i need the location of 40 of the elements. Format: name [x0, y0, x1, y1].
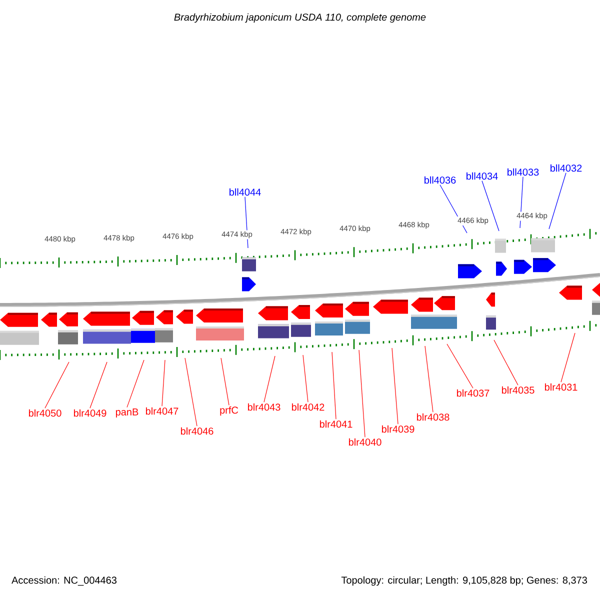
- leader-line: [332, 352, 336, 420]
- leader-line: [446, 344, 474, 388]
- gene-label: bll4044: [230, 188, 261, 196]
- leader-line: [482, 180, 500, 232]
- leader-line: [264, 356, 276, 402]
- leader-line: [162, 360, 166, 406]
- leader-line: [90, 362, 108, 408]
- gene-label: blr4049: [74, 409, 106, 417]
- leader-line: [302, 354, 308, 402]
- gene-label: blr4038: [416, 413, 450, 421]
- gene-label: blr4040: [348, 438, 382, 446]
- leader-line: [560, 332, 576, 382]
- gene-label: bll4034: [466, 172, 498, 180]
- gene-label: bll4032: [550, 164, 582, 172]
- leader-line: [184, 358, 198, 426]
- gene-label: blr4050: [28, 409, 62, 417]
- gene-label: bll4033: [508, 168, 539, 176]
- title: Bradyrhizobium japonicum USDA 110, complete genome: [174, 13, 426, 23]
- leader-line: [44, 362, 70, 408]
- leader-line: [126, 360, 144, 408]
- leader-line: [424, 346, 434, 412]
- leader-line: [220, 358, 230, 406]
- gene-label: blr4043: [248, 403, 280, 411]
- gene-label: blr4039: [382, 425, 414, 433]
- gene-label: blr4042: [292, 403, 324, 411]
- gene-label: panB: [116, 408, 138, 418]
- gene-label: prfC: [220, 406, 238, 416]
- leader-line: [494, 340, 518, 386]
- gene-label: blr4031: [544, 383, 578, 391]
- gene-label: bll4036: [424, 176, 456, 184]
- footer-text: Accession: NC_004463: [12, 576, 116, 586]
- leader-line: [358, 350, 366, 438]
- gene-label: blr4037: [456, 389, 490, 397]
- footer-text: Topology: circular; Length: 9,105,828 bp; Genes: 8,373: [341, 576, 587, 586]
- leader-line: [392, 348, 398, 424]
- gene-label: blr4047: [146, 407, 178, 415]
- gene-label: blr4035: [502, 386, 534, 394]
- leader-line: [548, 172, 566, 230]
- gene-label: blr4046: [180, 427, 214, 435]
- gene-label: blr4041: [320, 420, 352, 428]
